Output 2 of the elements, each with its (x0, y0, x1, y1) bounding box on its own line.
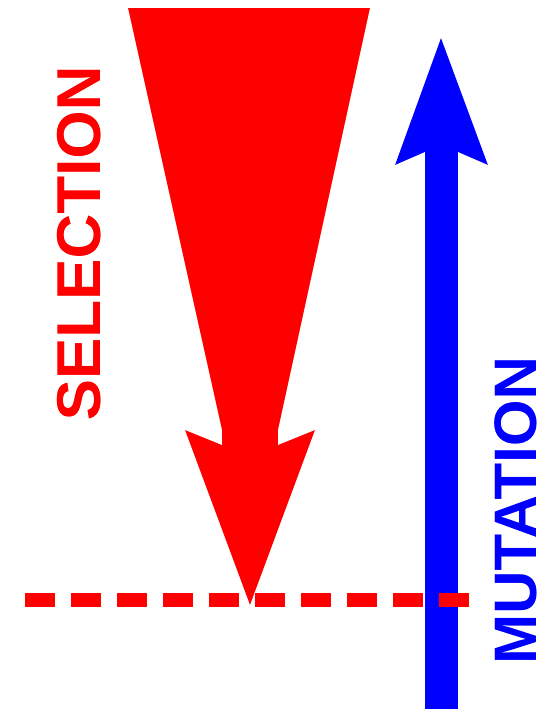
axis-label: MUTATION (486, 356, 544, 664)
axis-label: SELECTION (49, 66, 111, 420)
